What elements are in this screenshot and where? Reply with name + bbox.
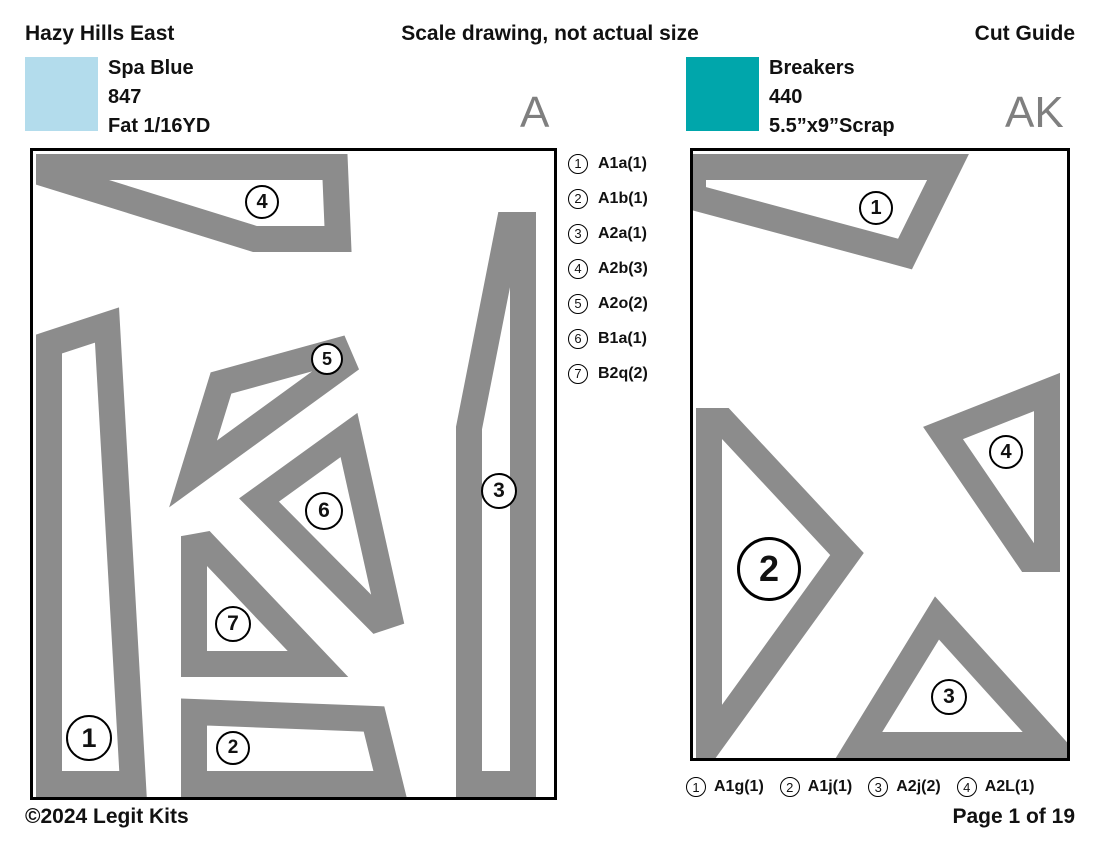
- piece-a-3: [456, 212, 536, 797]
- fabric-a-swatch: [25, 57, 98, 131]
- piece-a-1-label: 1: [66, 715, 112, 761]
- fabric-a-letter: A: [520, 88, 550, 137]
- fabric-ak-info: Breakers 440 5.5”x9”Scrap: [769, 54, 895, 141]
- scale-note: Scale drawing, not actual size: [401, 22, 699, 45]
- fabric-ak-number: 440: [769, 86, 803, 108]
- piece-a-2-label: 2: [216, 731, 250, 765]
- piece-ak-2: [696, 408, 864, 758]
- legend-ak-item: 3 A2j(2): [868, 774, 941, 800]
- piece-ak-1: [693, 154, 969, 270]
- piece-a-2: [181, 698, 407, 797]
- fabric-ak-name: Breakers: [769, 57, 855, 79]
- piece-ak-4: [923, 372, 1060, 572]
- legend-ak-number: 4: [956, 777, 977, 797]
- fabric-ak-swatch: [686, 57, 759, 131]
- cut-diagram-a: 4 5 3 6 7 1 2: [30, 148, 557, 800]
- legend-a-number: 1: [568, 153, 588, 174]
- pattern-name: Hazy Hills East: [25, 22, 175, 45]
- page-number: Page 1 of 19: [952, 805, 1075, 828]
- piece-a-6-label: 6: [305, 492, 343, 530]
- piece-a-7: [181, 530, 349, 677]
- legend-ak-number: 1: [686, 777, 706, 797]
- fabric-a-cut-size: Fat 1/16YD: [108, 115, 211, 137]
- legend-ak-item: 2 A1j(1): [779, 774, 853, 800]
- piece-a-3-label: 3: [481, 473, 517, 509]
- fabric-ak-letter: AK: [1005, 88, 1064, 137]
- legend-a-item: 4 A2b(3): [568, 251, 648, 286]
- legend-ak-item: 4 A2L(1): [956, 774, 1035, 800]
- legend-a-number: 7: [568, 363, 588, 384]
- legend-a-item: 2 A1b(1): [568, 181, 648, 216]
- legend-ak-code: A2L(1): [984, 778, 1035, 795]
- piece-a-4: [36, 154, 352, 252]
- piece-a-6: [239, 412, 405, 634]
- legend-ak-code: A2j(2): [896, 778, 941, 795]
- legend-a-code: A2o(2): [598, 294, 648, 312]
- legend-ak-number: 2: [779, 777, 800, 797]
- legend-a-item: 6 B1a(1): [568, 321, 648, 356]
- legend-a-item: 7 B2q(2): [568, 356, 648, 391]
- legend-a-number: 5: [568, 293, 588, 314]
- legend-a-item: 3 A2a(1): [568, 216, 648, 251]
- piece-a-5: [169, 335, 360, 508]
- piece-a-5-label: 5: [311, 343, 343, 375]
- legend-ak-number: 3: [868, 777, 889, 797]
- cut-diagram-ak: 1 4 2 3: [690, 148, 1070, 761]
- piece-ak-4-label: 4: [989, 435, 1023, 469]
- legend-a-number: 4: [568, 258, 588, 279]
- legend-a-code: A2a(1): [598, 224, 647, 242]
- piece-a-1: [36, 307, 147, 797]
- fabric-a-name: Spa Blue: [108, 57, 194, 79]
- legend-a-item: 5 A2o(2): [568, 286, 648, 321]
- copyright: ©2024 Legit Kits: [25, 805, 189, 828]
- cut-diagram-ak-drawing: [693, 154, 1067, 758]
- fabric-a-number: 847: [108, 86, 142, 108]
- legend-ak-code: A1j(1): [807, 778, 853, 795]
- piece-a-4-label: 4: [245, 185, 279, 219]
- legend-a-code: A1a(1): [598, 154, 647, 172]
- piece-ak-3-label: 3: [931, 679, 967, 715]
- legend-ak-item: 1 A1g(1): [686, 774, 764, 800]
- legend-ak: 1 A1g(1) 2 A1j(1) 3 A2j(2) 4 A2L(1): [686, 774, 1050, 800]
- fabric-ak-cut-size: 5.5”x9”Scrap: [769, 115, 895, 137]
- legend-a-code: A1b(1): [598, 189, 648, 207]
- legend-a-number: 6: [568, 328, 588, 349]
- legend-a-item: 1 A1a(1): [568, 146, 648, 181]
- piece-ak-1-label: 1: [859, 191, 893, 225]
- legend-a-code: A2b(3): [598, 259, 648, 277]
- legend-a-number: 2: [568, 188, 588, 209]
- piece-ak-3: [835, 596, 1067, 758]
- legend-a-code: B2q(2): [598, 364, 648, 382]
- legend-ak-code: A1g(1): [714, 778, 764, 795]
- fabric-a-info: Spa Blue 847 Fat 1/16YD: [108, 54, 210, 141]
- legend-a-number: 3: [568, 223, 588, 244]
- document-type: Cut Guide: [974, 22, 1075, 45]
- legend-a-code: B1a(1): [598, 329, 647, 347]
- cut-diagram-a-drawing: [36, 154, 536, 797]
- piece-a-7-label: 7: [215, 606, 251, 642]
- piece-ak-2-label: 2: [737, 537, 801, 601]
